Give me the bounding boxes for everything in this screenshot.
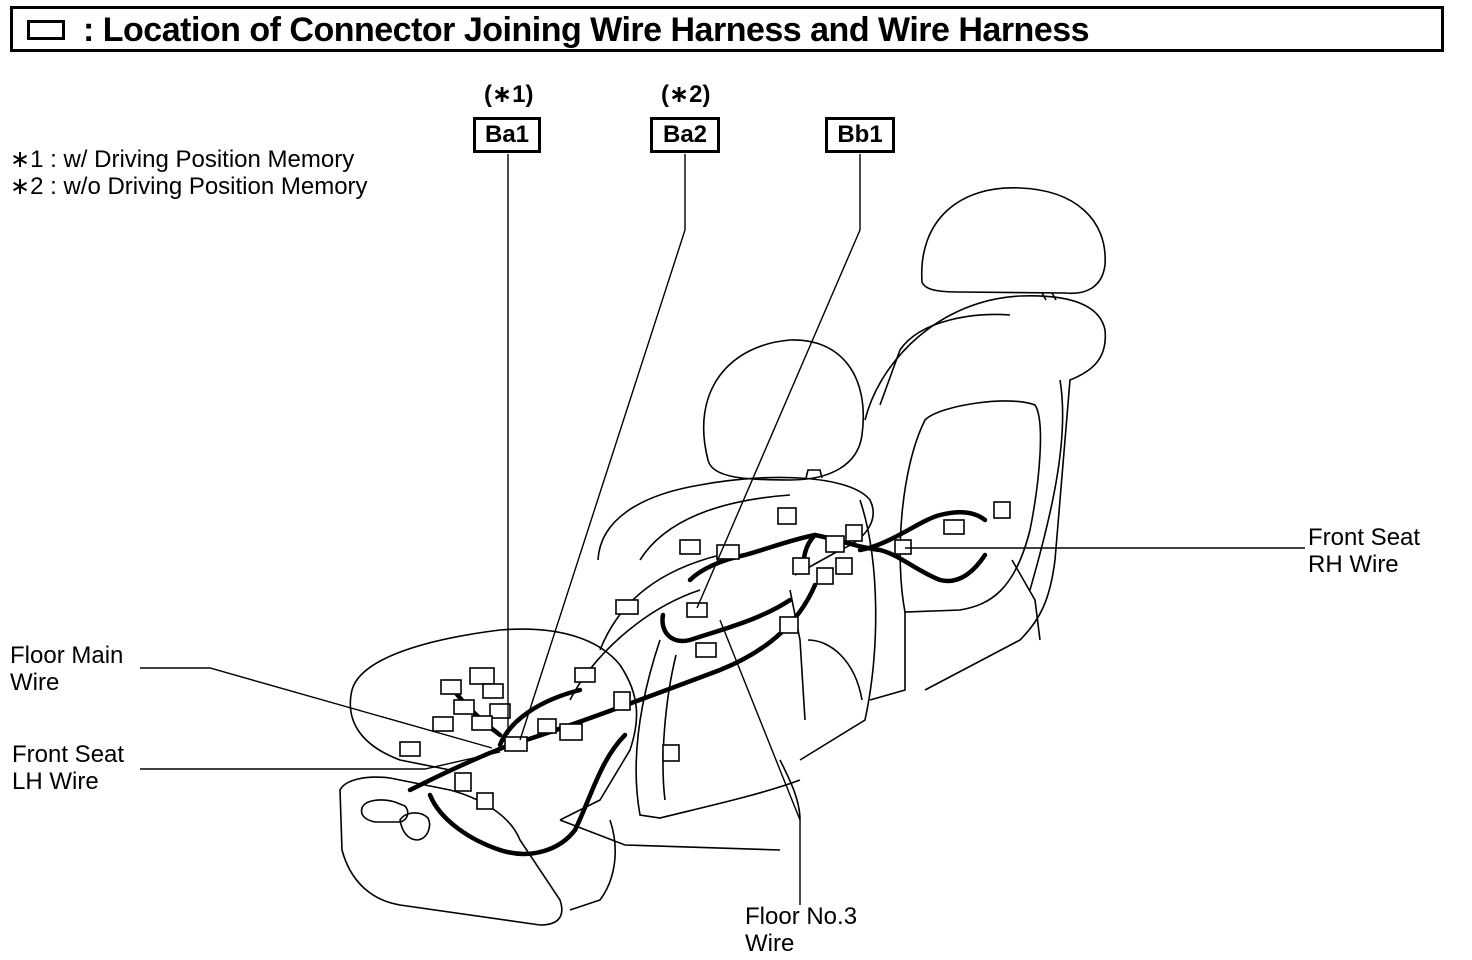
label-front-seat-lh-wire: Front Seat LH Wire <box>12 741 125 795</box>
label-front-seat-rh-wire: Front Seat RH Wire <box>1308 524 1421 578</box>
leader-lines <box>140 154 1305 905</box>
connector-blocks <box>399 501 1011 810</box>
connector-tag-ba1: (∗1) <box>484 81 534 108</box>
note-1: ∗1 : w/ Driving Position Memory <box>10 146 355 173</box>
seat-outline <box>339 187 1107 926</box>
label-floor-main-wire: Floor Main Wire <box>10 642 124 696</box>
label-floor-no3-wire: Floor No.3 Wire <box>745 903 858 957</box>
wire-harness-group <box>407 510 988 857</box>
connector-code-ba1: Ba1 <box>473 117 541 153</box>
title-bar: : Location of Connector Joining Wire Har… <box>10 6 1444 52</box>
connector-tag-ba2: (∗2) <box>661 81 711 108</box>
square-outline-icon <box>27 20 65 40</box>
page-title: : Location of Connector Joining Wire Har… <box>83 11 1090 49</box>
connector-code-ba2: Ba2 <box>650 117 720 153</box>
note-2: ∗2 : w/o Driving Position Memory <box>10 173 368 200</box>
connector-code-bb1: Bb1 <box>825 117 895 153</box>
